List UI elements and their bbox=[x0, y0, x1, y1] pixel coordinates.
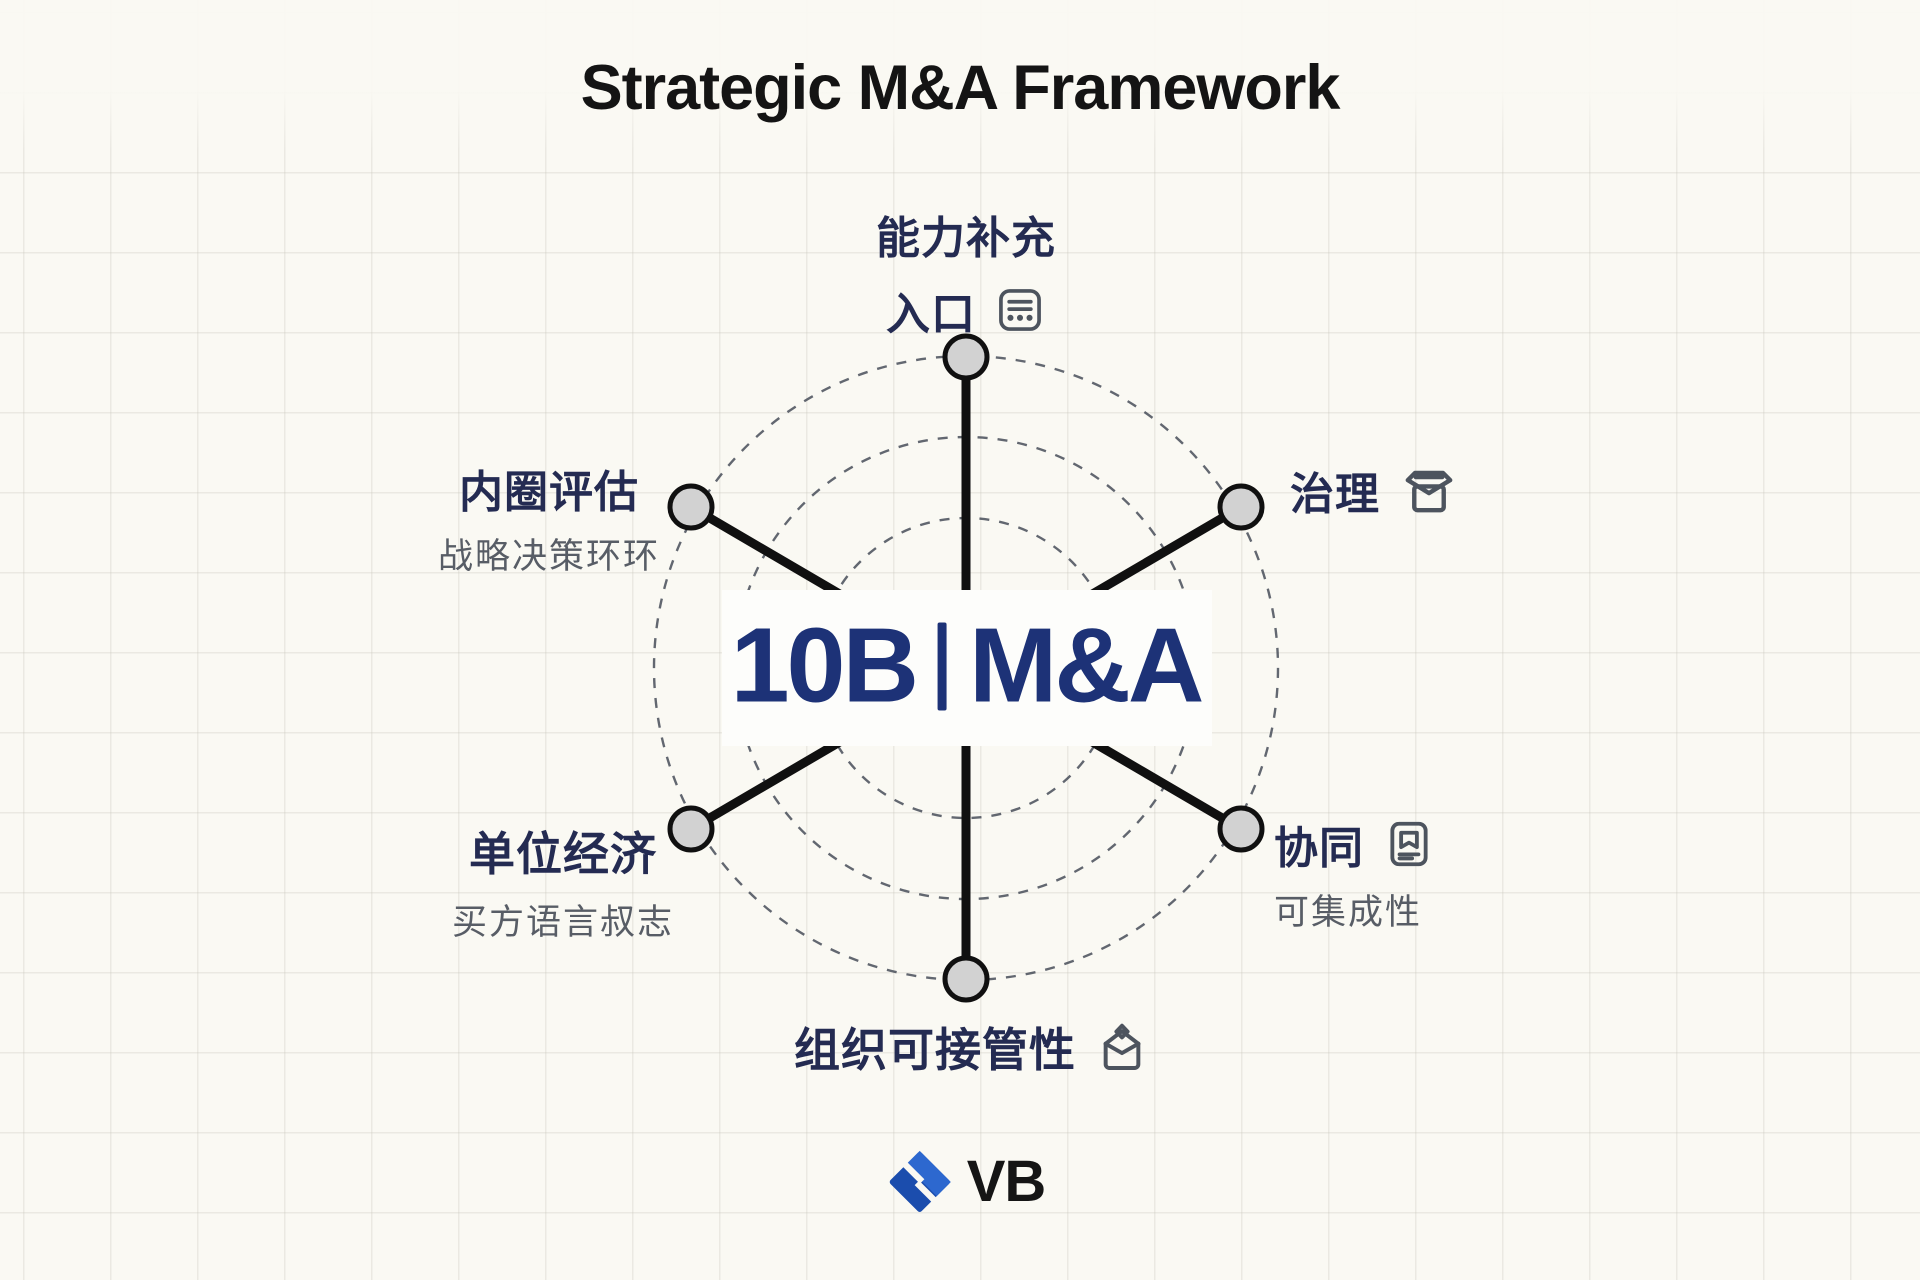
node-label-upper-right: 治理 bbox=[1290, 458, 1460, 522]
node-dot-lower-left bbox=[667, 805, 715, 853]
hub-right-text: M&A bbox=[969, 606, 1204, 725]
brand-name: VB bbox=[966, 1149, 1047, 1214]
node-lower-right-title: 协同 bbox=[1274, 824, 1364, 873]
node-label-lower-left: 单位经济 买方语言叔志 bbox=[452, 818, 674, 945]
node-upper-left-title: 内圈评估 bbox=[458, 468, 639, 517]
node-dot-lower-right bbox=[1217, 805, 1265, 853]
node-label-top: 能力补充 入口 bbox=[876, 202, 1056, 342]
form-lines-icon bbox=[994, 284, 1046, 336]
hub-label: 10B M&A bbox=[730, 606, 1205, 727]
hub-left-text: 10B bbox=[730, 606, 919, 725]
node-top-subtitle: 入口 bbox=[886, 290, 976, 339]
open-envelope-icon bbox=[1094, 1019, 1150, 1075]
node-label-upper-left: 内圈评估 战略决策环环 bbox=[438, 456, 660, 579]
hub-backdrop bbox=[722, 590, 1212, 746]
node-lower-left-title: 单位经济 bbox=[468, 828, 657, 880]
open-box-icon bbox=[1398, 459, 1460, 521]
node-label-bottom: 组织可接管性 bbox=[794, 1014, 1150, 1080]
node-label-lower-right: 协同 可集成性 bbox=[1274, 812, 1436, 935]
node-bottom-title: 组织可接管性 bbox=[794, 1024, 1076, 1076]
hub-divider bbox=[938, 622, 948, 710]
node-dot-upper-left bbox=[667, 483, 715, 531]
bookmark-card-icon bbox=[1382, 817, 1436, 871]
node-dot-upper-right bbox=[1217, 483, 1265, 531]
page-title: Strategic M&A Framework bbox=[580, 53, 1341, 123]
node-upper-left-subtitle: 战略决策环环 bbox=[437, 537, 661, 576]
vb-diamond-logo-icon bbox=[887, 1149, 953, 1215]
node-lower-right-subtitle: 可集成性 bbox=[1274, 893, 1423, 932]
brand-footer: VB bbox=[887, 1148, 1046, 1215]
node-dot-top bbox=[942, 333, 990, 381]
node-lower-left-subtitle: 买方语言叔志 bbox=[451, 903, 675, 942]
title-band bbox=[0, 0, 1920, 150]
node-upper-right-title: 治理 bbox=[1290, 470, 1380, 519]
node-dot-bottom bbox=[942, 955, 990, 1003]
node-top-title: 能力补充 bbox=[876, 214, 1056, 263]
node-dots bbox=[667, 333, 1265, 1003]
